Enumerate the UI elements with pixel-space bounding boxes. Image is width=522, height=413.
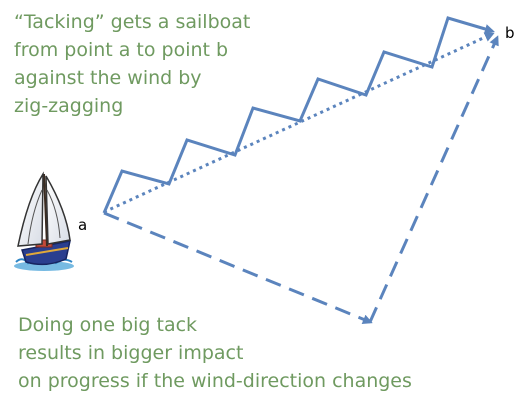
sailboat-icon [14,171,74,271]
top-caption-line: zig-zagging [14,95,124,117]
top-caption-line: against the wind by [14,67,202,89]
bottom-caption: Doing one big tack results in bigger imp… [18,311,412,395]
bottom-caption-line: results in bigger impact [18,342,244,364]
bottom-caption-line: Doing one big tack [18,314,198,336]
point-b-label: b [505,24,515,42]
top-caption-line: from point a to point b [14,39,229,61]
top-caption: “Tacking” gets a sailboat from point a t… [14,8,250,120]
top-caption-line: “Tacking” gets a sailboat [14,11,251,33]
point-a-label: a [78,216,88,234]
big-tack-leg-one [103,211,373,324]
direct-course-dotted-line [103,32,495,214]
zigzag-tack-path [102,16,495,214]
bottom-caption-line: on progress if the wind-direction change… [18,370,412,392]
big-tack-leg-two [368,35,499,323]
